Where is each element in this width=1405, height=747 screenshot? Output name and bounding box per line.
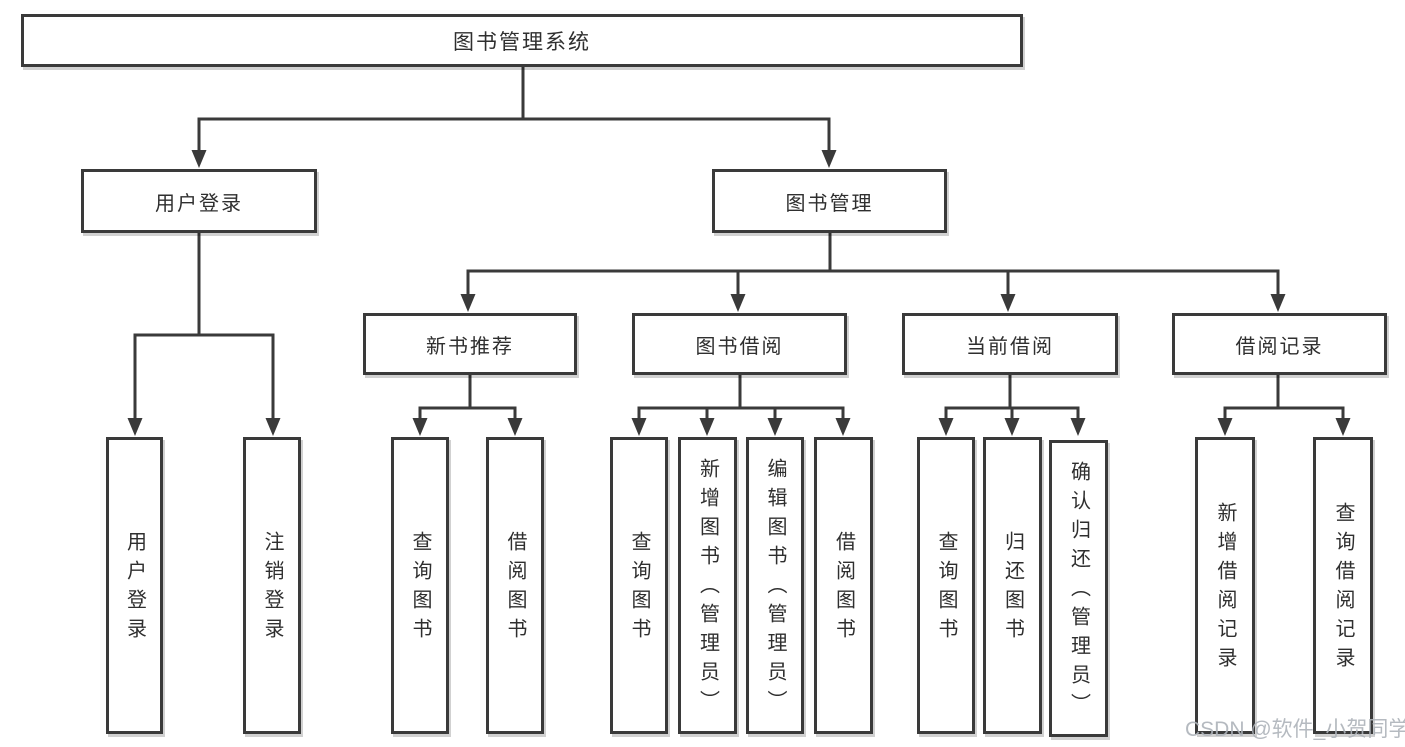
arrow-to-leaf-cb-confirm <box>1070 418 1086 436</box>
connector-book-borrow-children <box>631 373 851 436</box>
arrow-to-leaf-br-add <box>1217 418 1233 436</box>
connector-root-to-level2 <box>191 65 837 168</box>
node-book-mgmt: 图书管理 <box>712 169 947 233</box>
leaf-user-login: 用户登录 <box>106 437 163 734</box>
arrow-to-book-mgmt <box>821 150 837 168</box>
leaf-nb-borrow-books: 借阅图书 <box>486 437 544 734</box>
node-new-book-rec: 新书推荐 <box>363 313 577 375</box>
node-borrow-record: 借阅记录 <box>1172 313 1387 375</box>
arrow-to-leaf-cb-return <box>1004 418 1020 436</box>
arrow-to-leaf-bb-query <box>631 418 647 436</box>
leaf-bb-add-books-admin: 新增图书（管理员） <box>678 437 737 734</box>
leaf-cb-query-books: 查询图书 <box>917 437 975 734</box>
connector-user-login-children <box>127 231 281 436</box>
leaf-logout: 注销登录 <box>243 437 301 734</box>
connector-current-borrow-children <box>938 373 1086 436</box>
csdn-watermark: CSDN @软件_小贺同学 <box>1185 718 1405 741</box>
leaf-cb-return-books: 归还图书 <box>983 437 1042 734</box>
arrow-to-leaf-nb-borrow <box>507 418 523 436</box>
leaf-nb-query-books: 查询图书 <box>391 437 449 734</box>
leaf-cb-confirm-return-admin: 确认归还（管理员） <box>1049 440 1108 737</box>
arrow-to-leaf-br-query <box>1335 418 1351 436</box>
connector-new-book-rec-children <box>412 373 523 436</box>
node-user-login: 用户登录 <box>81 169 317 233</box>
leaf-bb-edit-books-admin: 编辑图书（管理员） <box>746 437 804 734</box>
arrow-to-leaf-logout <box>265 418 281 436</box>
arrow-to-current-borrow <box>1000 294 1016 312</box>
arrow-to-user-login <box>191 150 207 168</box>
leaf-br-add-record: 新增借阅记录 <box>1195 437 1255 734</box>
leaf-br-query-record: 查询借阅记录 <box>1313 437 1373 734</box>
connector-borrow-record-children <box>1217 373 1351 436</box>
arrow-to-leaf-bb-edit <box>767 418 783 436</box>
node-current-borrow: 当前借阅 <box>902 313 1118 375</box>
arrow-to-book-borrow <box>730 294 746 312</box>
arrow-to-leaf-user-login <box>127 418 143 436</box>
arrow-to-new-book-rec <box>460 294 476 312</box>
arrow-to-leaf-nb-query <box>412 418 428 436</box>
arrow-to-leaf-bb-add <box>699 418 715 436</box>
arrow-to-leaf-bb-borrow <box>835 418 851 436</box>
arrow-to-leaf-cb-query <box>938 418 954 436</box>
leaf-bb-query-books: 查询图书 <box>610 437 668 734</box>
node-root: 图书管理系统 <box>21 14 1023 67</box>
node-book-borrow: 图书借阅 <box>632 313 847 375</box>
leaf-bb-borrow-books: 借阅图书 <box>814 437 873 734</box>
connector-book-mgmt-children <box>460 231 1286 312</box>
arrow-to-borrow-record <box>1270 294 1286 312</box>
